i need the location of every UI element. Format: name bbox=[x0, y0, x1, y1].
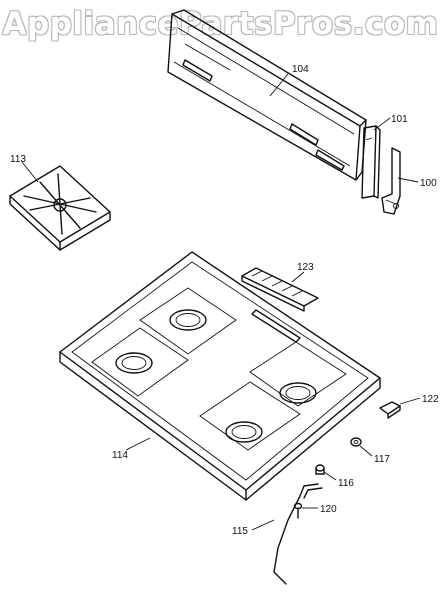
part-100-end-cap[interactable] bbox=[381, 147, 401, 215]
label-116: 116 bbox=[338, 478, 354, 489]
label-117: 117 bbox=[374, 454, 390, 465]
part-122-igniter[interactable] bbox=[379, 401, 401, 419]
part-117-nut[interactable] bbox=[350, 437, 362, 447]
part-120-screw[interactable] bbox=[293, 502, 303, 519]
label-122: 122 bbox=[422, 394, 439, 405]
label-123: 123 bbox=[297, 262, 314, 273]
part-113-grate[interactable] bbox=[9, 165, 111, 251]
label-115: 115 bbox=[232, 526, 248, 537]
leader-lines bbox=[21, 73, 421, 531]
label-114: 114 bbox=[112, 450, 128, 461]
label-120: 120 bbox=[320, 504, 337, 515]
watermark: AppliancePartsPros.com bbox=[2, 6, 439, 42]
part-116-spacer[interactable] bbox=[315, 464, 325, 475]
part-123-vent-grille[interactable] bbox=[241, 267, 319, 312]
label-104: 104 bbox=[292, 64, 309, 75]
label-100: 100 bbox=[420, 178, 437, 189]
part-104-rear-panel[interactable] bbox=[167, 9, 367, 181]
part-114-cooktop[interactable] bbox=[59, 251, 381, 501]
label-113: 113 bbox=[10, 154, 26, 165]
part-115-rod[interactable] bbox=[273, 483, 323, 585]
part-101-bracket[interactable] bbox=[361, 125, 381, 199]
label-101: 101 bbox=[391, 114, 408, 125]
